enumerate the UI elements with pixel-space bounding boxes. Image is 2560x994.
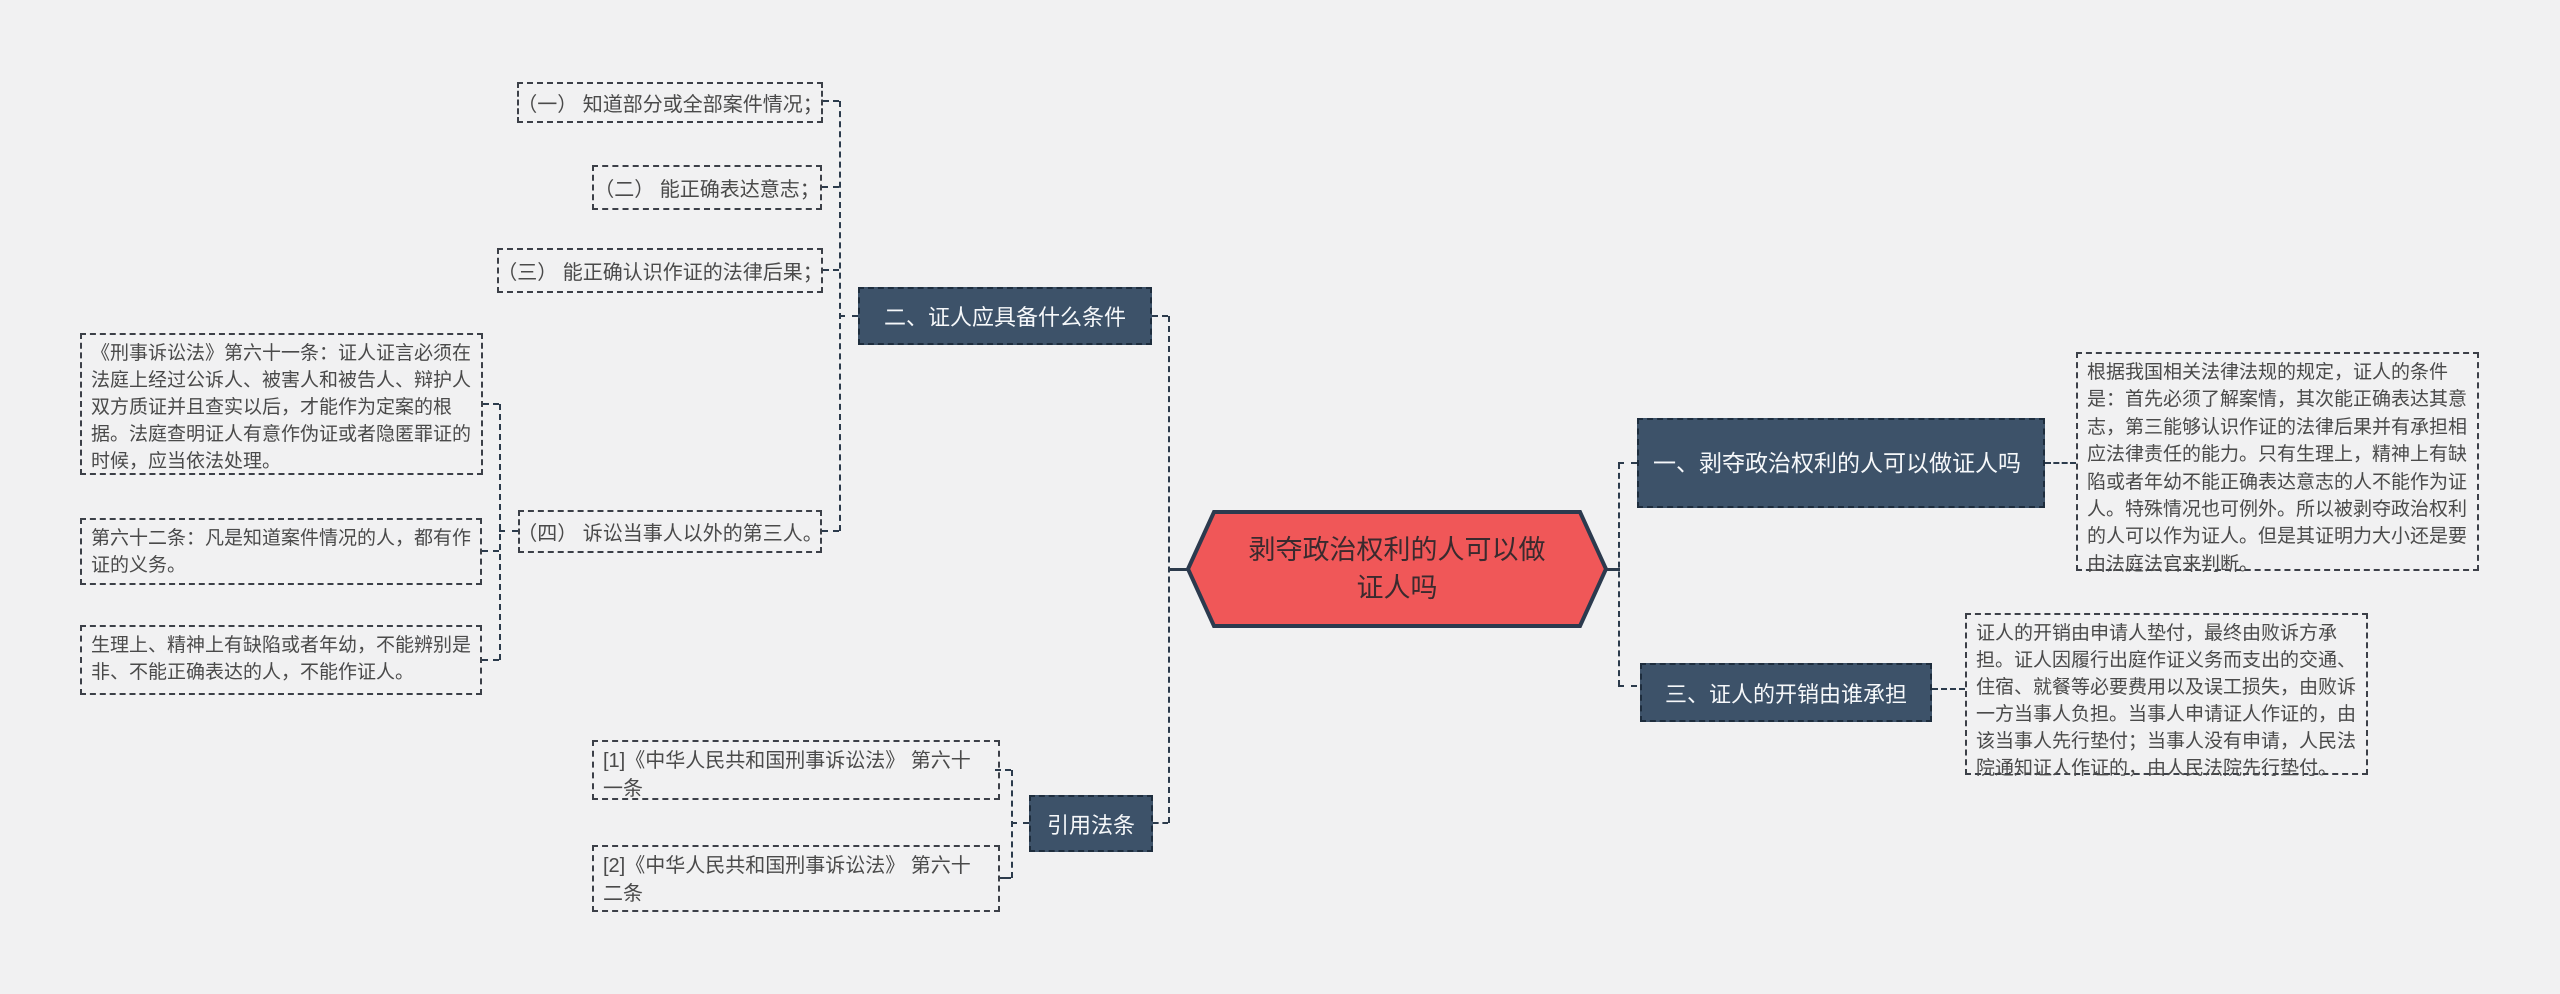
legal-text-incapacity-content: 生理上、精神上有缺陷或者年幼，不能辨别是非、不能正确表达的人，不能作证人。 [91, 635, 472, 683]
connector-citations-spine [1011, 770, 1013, 878]
connector-conditions-node-stub [839, 315, 858, 317]
topic-node-expenses[interactable]: 三、证人的开销由谁承担 [1640, 663, 1932, 722]
topic-node-answer[interactable]: 一、剥夺政治权利的人可以做证人吗 [1637, 418, 2045, 508]
condition-item-1[interactable]: （一） 知道部分或全部案件情况； [517, 82, 823, 123]
connector-left-conditions-stub [1152, 315, 1168, 317]
connector-legal-spine [499, 404, 501, 660]
connector-right-answer-stub [1618, 462, 1637, 464]
connector-right-expenses-stub [1618, 685, 1637, 687]
condition-item-3-label: （三） 能正确认识作证的法律后果； [497, 262, 823, 284]
legal-text-incapacity[interactable]: 生理上、精神上有缺陷或者年幼，不能辨别是非、不能正确表达的人，不能作证人。 [80, 625, 482, 695]
condition-item-4-label: （四） 诉讼当事人以外的第三人。 [517, 523, 823, 545]
topic-node-citations[interactable]: 引用法条 [1029, 795, 1153, 852]
connector-expenses-note-stub [1932, 688, 1965, 690]
citation-box-1[interactable]: [1]《中华人民共和国刑事诉讼法》 第六十一条 [592, 740, 1000, 800]
condition-item-2[interactable]: （二） 能正确表达意志； [592, 165, 822, 210]
citation-box-2[interactable]: [2]《中华人民共和国刑事诉讼法》 第六十二条 [592, 845, 1000, 912]
condition-item-3[interactable]: （三） 能正确认识作证的法律后果； [497, 248, 823, 293]
expenses-note-content: 证人的开销由申请人垫付，最终由败诉方承担。证人因履行出庭作证义务而支出的交通、住… [1976, 623, 2357, 779]
topic-node-citations-label: 引用法条 [1046, 812, 1135, 838]
connector-item1-stub [823, 100, 839, 102]
connector-center-right-stub [1606, 568, 1620, 571]
answer-note-content: 根据我国相关法律法规的规定，证人的条件是：首先必须了解案情，其次能正确表达其意志… [2087, 362, 2468, 575]
connector-answer-note-stub [2045, 462, 2076, 464]
center-hexagon-shape [1186, 510, 1608, 628]
legal-text-article-61[interactable]: 《刑事诉讼法》第六十一条：证人证言必须在法庭上经过公诉人、被害人和被告人、辩护人… [80, 333, 483, 475]
connector-legal-parent-stub [499, 530, 518, 532]
connector-left-citations-stub [1153, 822, 1168, 824]
connector-item4-stub [822, 530, 839, 532]
topic-node-conditions-label: 二、证人应具备什么条件 [883, 305, 1126, 330]
citation-2-content: [2]《中华人民共和国刑事诉讼法》 第六十二条 [603, 855, 971, 905]
legal-text-article-61-content: 《刑事诉讼法》第六十一条：证人证言必须在法庭上经过公诉人、被害人和被告人、辩护人… [91, 343, 472, 472]
connector-item3-stub [823, 269, 839, 271]
condition-item-2-label: （二） 能正确表达意志； [594, 179, 820, 201]
connector-cite1-stub [995, 769, 1011, 771]
connector-legal2-stub [482, 550, 499, 552]
center-topic-label: 剥夺政治权利的人可以做证人吗 [1248, 535, 1546, 603]
condition-item-1-label: （一） 知道部分或全部案件情况； [517, 94, 823, 116]
connector-right-spine [1618, 463, 1620, 686]
topic-node-conditions[interactable]: 二、证人应具备什么条件 [858, 287, 1152, 345]
connector-legal3-stub [482, 659, 499, 661]
connector-legal1-stub [483, 403, 499, 405]
topic-node-answer-label: 一、剥夺政治权利的人可以做证人吗 [1653, 449, 2021, 476]
connector-cite2-stub [1000, 877, 1011, 879]
connector-item2-stub [822, 186, 839, 188]
connector-citations-node-stub [1011, 822, 1029, 824]
expenses-note-box[interactable]: 证人的开销由申请人垫付，最终由败诉方承担。证人因履行出庭作证义务而支出的交通、住… [1965, 613, 2368, 779]
topic-node-expenses-label: 三、证人的开销由谁承担 [1664, 681, 1907, 707]
connector-center-left-stub [1168, 568, 1188, 571]
citation-1-content: [1]《中华人民共和国刑事诉讼法》 第六十一条 [603, 750, 971, 800]
answer-note-box[interactable]: 根据我国相关法律法规的规定，证人的条件是：首先必须了解案情，其次能正确表达其意志… [2076, 352, 2479, 575]
condition-item-4[interactable]: （四） 诉讼当事人以外的第三人。 [517, 510, 823, 553]
center-topic-node[interactable]: 剥夺政治权利的人可以做证人吗 [1186, 508, 1608, 630]
legal-text-article-62-content: 第六十二条：凡是知道案件情况的人，都有作证的义务。 [91, 528, 472, 576]
legal-text-article-62[interactable]: 第六十二条：凡是知道案件情况的人，都有作证的义务。 [80, 518, 482, 585]
